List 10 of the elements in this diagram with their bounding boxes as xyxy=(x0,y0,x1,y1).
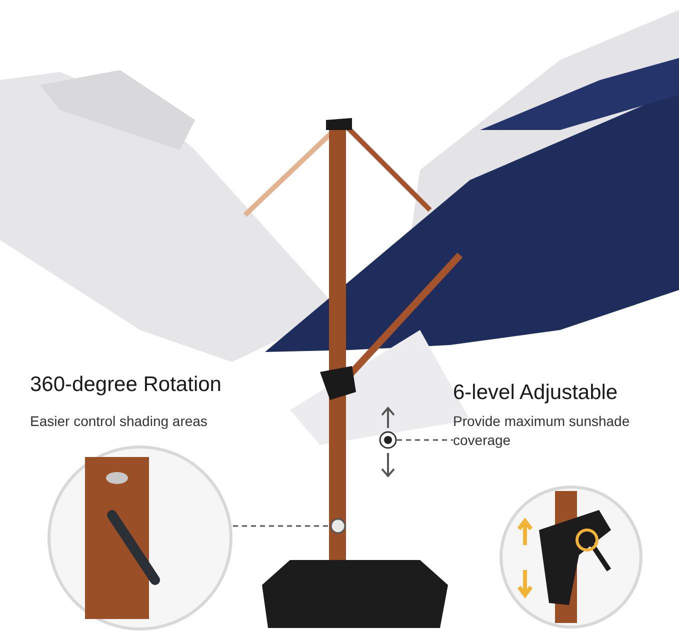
feature-heading: 360-degree Rotation xyxy=(30,372,222,398)
crank-closeup-picture xyxy=(47,445,233,631)
adjust-indicator-icon xyxy=(379,431,397,449)
crank-knob-icon xyxy=(330,518,346,534)
feature-text: Easier control shading areas xyxy=(30,412,208,431)
tilt-closeup-picture xyxy=(499,485,643,629)
callout-heading: 6-level Adjustable xyxy=(453,380,619,406)
callout-text: Provide maximum sunshade coverage xyxy=(453,412,631,450)
leader-line xyxy=(233,525,330,527)
leader-line xyxy=(397,439,453,441)
